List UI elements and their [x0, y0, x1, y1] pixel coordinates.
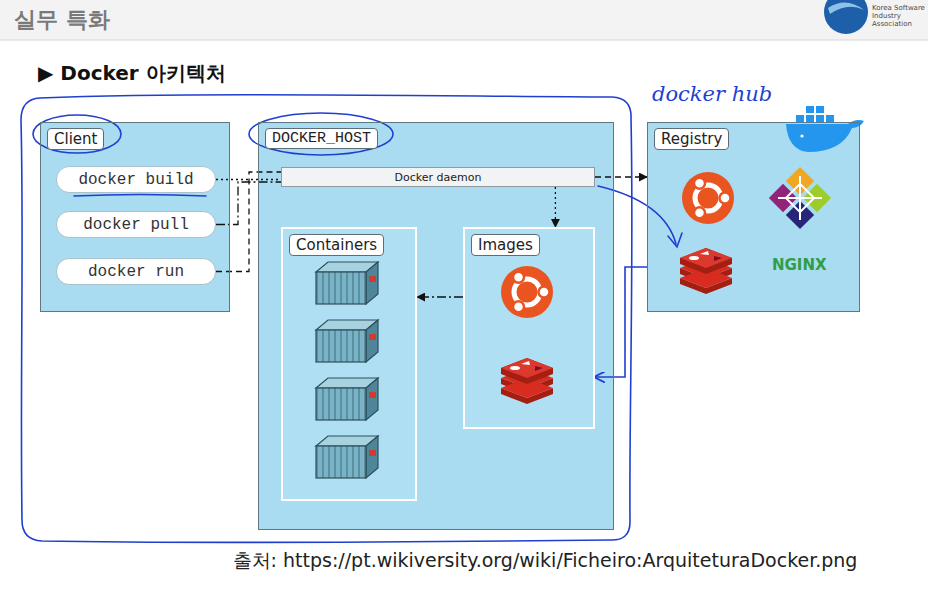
handwritten-note: docker hub — [652, 82, 772, 106]
hand-annotation — [21, 95, 682, 543]
box-fill — [258, 122, 614, 530]
logo-wordmark: NGINX — [772, 256, 827, 274]
container-icons — [316, 262, 378, 478]
header-rule — [0, 40, 928, 41]
redis-registry-icon — [680, 248, 732, 294]
containers-box: Containers — [281, 227, 417, 501]
box-heading: Images — [471, 234, 540, 256]
daemon-label: Docker daemon — [395, 171, 482, 184]
redis-image-icon — [501, 358, 553, 404]
box-heading: Registry — [654, 128, 729, 150]
box-heading: DOCKER_HOST — [265, 128, 378, 149]
slide-title: ▶ Docker 아키텍처 — [38, 60, 226, 87]
box-fill — [40, 122, 230, 312]
ubuntu-registry-icon — [682, 172, 734, 224]
images-box: Images — [463, 227, 595, 429]
connector — [417, 296, 463, 297]
centos-registry-icon — [769, 167, 831, 229]
connector — [595, 267, 647, 377]
box-fill — [647, 122, 860, 312]
source-caption: 출처: https://pt.wikiversity.org/wiki/Fich… — [233, 548, 858, 574]
section-header: 실무 특화 — [14, 5, 110, 35]
box-heading: Client — [47, 128, 104, 150]
logo-mark — [824, 0, 868, 34]
connector — [595, 176, 647, 177]
logo-swoosh — [828, 2, 864, 14]
logo-text: Korea Software Industry Association — [872, 4, 926, 28]
command-pill: docker run — [56, 258, 216, 285]
box-fill — [281, 227, 417, 501]
command-text: docker run — [88, 263, 184, 281]
box-heading: Containers — [289, 234, 384, 256]
box-fill — [463, 227, 595, 429]
connector — [216, 172, 281, 272]
client-box: Client docker build docker pull docker run — [40, 122, 230, 312]
registry-box: Registry — [647, 122, 860, 312]
connector — [555, 187, 556, 227]
docker-whale-logo — [786, 106, 864, 152]
daemon-bar: Docker daemon — [281, 167, 595, 187]
command-text: docker pull — [83, 216, 189, 234]
command-pill: docker pull — [56, 211, 216, 238]
header-band — [0, 0, 928, 40]
command-text: docker build — [78, 171, 193, 189]
docker-host-box: DOCKER_HOST Docker daemonContainers Images — [258, 122, 614, 530]
command-pill: docker build — [56, 166, 216, 193]
ubuntu-image-icon — [501, 266, 553, 318]
